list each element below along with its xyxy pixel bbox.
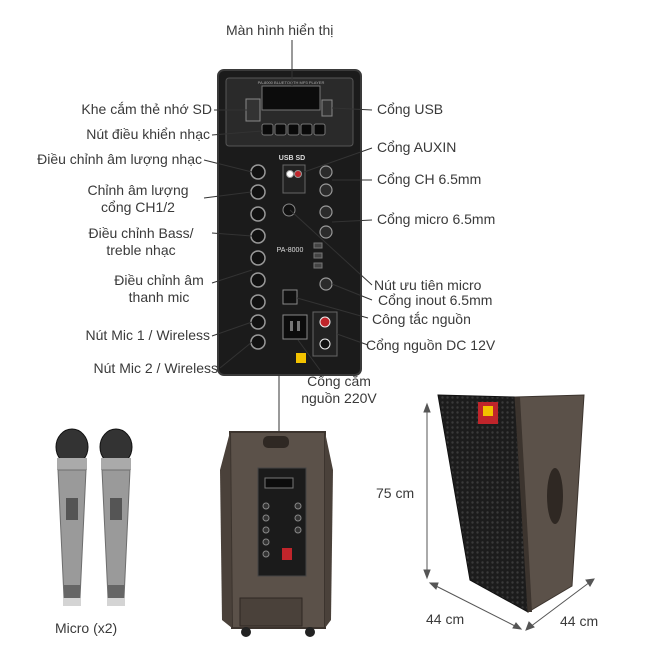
power-switch bbox=[282, 289, 298, 305]
ac-socket bbox=[282, 314, 308, 340]
label-usb: Cổng USB bbox=[377, 101, 444, 117]
model-text: PA-8000 bbox=[277, 247, 304, 254]
label-mic2: Nút Mic 2 / Wireless bbox=[93, 360, 218, 376]
usb-port bbox=[321, 99, 333, 117]
usb-sd-text: USB SD bbox=[279, 155, 305, 162]
label-music-control: Nút điều khiển nhạc bbox=[86, 126, 210, 142]
lcd-display bbox=[261, 85, 321, 111]
label-height: 75 cm bbox=[376, 485, 415, 501]
label-ac220: Cổng cắm nguồn 220V bbox=[301, 373, 377, 406]
control-panel: PA-8000 BLUETOOTH MP3 PLAYER USB SD bbox=[217, 69, 362, 376]
label-inout: Cổng inout 6.5mm bbox=[378, 292, 493, 308]
speaker-back bbox=[220, 431, 333, 637]
label-dc12: Cổng nguồn DC 12V bbox=[366, 337, 496, 353]
sd-slot bbox=[245, 98, 261, 122]
auxin-block bbox=[282, 164, 306, 194]
label-mic1: Nút Mic 1 / Wireless bbox=[85, 327, 210, 343]
label-display: Màn hình hiển thị bbox=[226, 22, 334, 38]
knobs bbox=[250, 164, 266, 350]
label-bass-treble: Điều chỉnh Bass/ treble nhạc bbox=[88, 225, 194, 258]
player-text: PA-8000 BLUETOOTH MP3 PLAYER bbox=[258, 80, 325, 85]
label-mic-priority: Nút ưu tiên micro bbox=[374, 277, 482, 293]
microphones bbox=[55, 428, 133, 606]
dimension-arrows bbox=[423, 402, 595, 631]
label-power-switch: Công tắc nguồn bbox=[372, 311, 471, 327]
music-buttons bbox=[261, 123, 326, 136]
label-music-volume: Điều chỉnh âm lượng nhạc bbox=[37, 151, 202, 167]
label-micro-x2: Micro (x2) bbox=[55, 620, 118, 636]
mic-priority-button bbox=[282, 203, 296, 217]
label-depth: 44 cm bbox=[426, 611, 465, 627]
speaker-front bbox=[437, 394, 585, 613]
label-mic65: Cổng micro 6.5mm bbox=[377, 211, 496, 227]
label-mic-tone: Điều chỉnh âm thanh mic bbox=[114, 272, 204, 305]
label-auxin: Cổng AUXIN bbox=[377, 139, 457, 155]
leds bbox=[313, 242, 323, 269]
label-sd-slot: Khe cắm thẻ nhớ SD bbox=[81, 101, 212, 117]
label-ch-volume: Chỉnh âm lượng cổng CH1/2 bbox=[87, 182, 189, 215]
label-ch65: Cổng CH 6.5mm bbox=[377, 171, 482, 187]
label-width: 44 cm bbox=[560, 613, 599, 629]
jacks bbox=[319, 165, 333, 291]
leader-lines bbox=[203, 40, 373, 470]
